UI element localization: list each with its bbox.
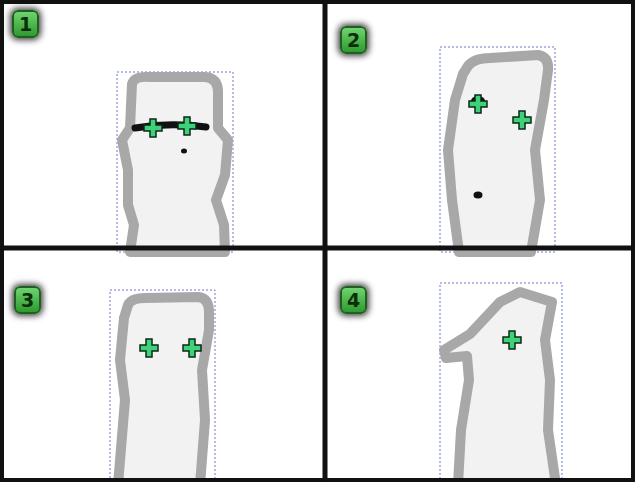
panel-1	[117, 72, 233, 252]
bounding-box	[110, 290, 215, 482]
panel-4	[440, 283, 562, 482]
callout-number: 1	[12, 10, 39, 38]
callout-number: 2	[340, 26, 367, 54]
outline-shape	[118, 297, 209, 482]
vertical-divider	[323, 0, 328, 482]
panel-3	[110, 290, 215, 482]
bounding-box	[440, 47, 555, 252]
callout-number: 4	[340, 286, 367, 314]
marker-cross	[144, 119, 162, 137]
outline-shape	[122, 77, 228, 252]
marker-cross	[183, 339, 201, 357]
marker-cross	[178, 117, 196, 135]
marker-cross	[469, 95, 487, 113]
bounding-box	[117, 72, 233, 252]
marker-cross	[503, 331, 521, 349]
bounding-box	[440, 283, 562, 482]
outline-shape	[444, 292, 556, 482]
marker-cross	[140, 339, 158, 357]
callout-number: 3	[14, 286, 41, 314]
dark-spot	[181, 149, 187, 154]
outline-shape	[448, 55, 548, 252]
horizontal-divider	[0, 246, 635, 251]
panel-2	[440, 47, 555, 252]
marker-cross	[513, 111, 531, 129]
dark-spot	[474, 192, 483, 199]
